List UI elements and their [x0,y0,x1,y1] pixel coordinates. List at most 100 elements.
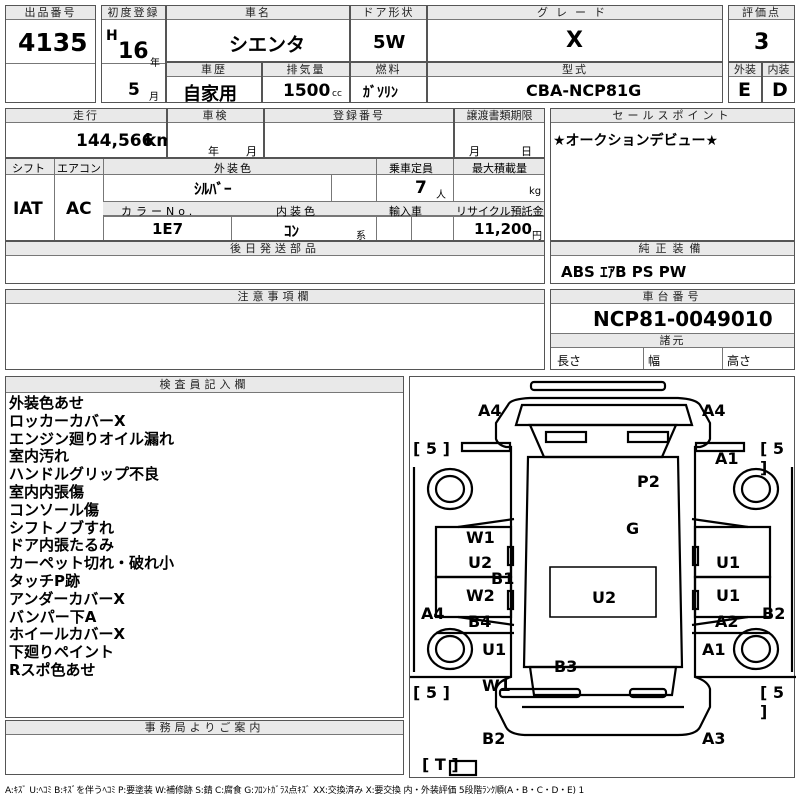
inspector-note-line: 室内内張傷 [9,482,85,501]
grade-cell: グレード X [427,5,723,62]
mark-left-front-door-w1: W1 [466,528,495,547]
max-load-unit: kg [529,186,542,197]
later-parts-cell: 後日発送部品 [5,241,545,284]
transfer-deadline-label: 譲渡書類期限 [455,109,544,123]
model-code-label: 型式 [428,63,722,77]
caution-label: 注意事項欄 [6,290,544,304]
history-label: 車歴 [167,63,261,77]
exterior-score-cell: 外装 E [728,62,762,103]
mark-right-front-door-u1: U1 [716,553,741,572]
model-name-value: シエンタ [229,34,306,56]
mark-windshield-glass: G [626,519,640,538]
mark-left-front-door-u2: U2 [468,553,493,572]
equipment-cell: 純正装備 ABS ｴｱB PS PW [550,241,795,284]
registration-year: 16 [118,39,149,64]
inspector-note-line: ホイールカバーX [9,625,126,644]
fuel-cell: 燃料 ｶﾞｿﾘﾝ [350,62,427,103]
inspector-note-line: カーペット切れ・破れ小 [9,554,175,573]
mark-front-fender-right: A1 [715,449,739,468]
equipment-label: 純正装備 [551,242,794,256]
legend-text: A:ｷｽﾞ U:ﾍｺﾐ B:ｷｽﾞを伴うﾍｺﾐ P:要塗装 W:補修跡 S:錆 … [5,786,584,796]
first-registration-cell: 初度登録 H 16 年 5 月 [101,5,166,103]
recycle-unit: 円 [532,231,542,242]
inspector-note-line: タッチP跡 [9,571,80,590]
inspector-note-line: ロッカーカバーX [9,411,126,430]
score-value: 3 [754,30,770,55]
exterior-score-value: E [738,79,751,101]
history-value: 自家用 [183,84,237,105]
mark-left-pillar-b1: B1 [491,569,515,588]
inspector-note-line: シフトノブすれ [9,518,115,537]
length-label: 長さ [557,354,582,368]
capacity-value: 7 [415,178,427,198]
score-label: 評価点 [729,6,794,20]
interior-color-unit: 系 [356,231,366,242]
shift-value: IAT [13,199,43,219]
mileage-unit: km [145,131,175,151]
mark-left-rear-door-w2: W2 [466,586,495,605]
mark-rear-left-w1: W1 [482,676,511,695]
tread-front-right: [ 5 ] [760,439,785,477]
sales-point-label: セールスポイント [551,109,794,123]
tread-rear-right: [ 5 ] [760,683,785,721]
ac-label: エアコン [57,162,101,175]
grade-label: グレード [428,6,722,20]
color-no-value: 1E7 [152,220,184,238]
month-unit: 月 [149,92,159,103]
mark-right-rear-door-u1: U1 [716,586,741,605]
chassis-cell: 車台番号 NCP81-0049010 諸元 長さ 幅 高さ [550,289,795,370]
inspector-note-line: ドア内張たるみ [9,536,115,555]
door-type-cell: ドア形状 5W [350,5,427,62]
fuel-value: ｶﾞｿﾘﾝ [363,85,398,101]
transfer-deadline-cell: 譲渡書類期限 月 日 [454,108,545,158]
mileage-label: 走行 [6,109,166,123]
mark-floor-u2: U2 [592,588,617,607]
era-mark: H [106,28,118,44]
inspector-note-line: Rスポ色あせ [9,660,96,679]
mark-rear-hatch-b3: B3 [554,657,578,676]
model-code-cell: 型式 CBA-NCP81G [427,62,723,103]
door-type-value: 5W [373,32,406,53]
damage-diagram-panel: [ 5 ] [ 5 ] [ 5 ] [ 5 ] [ T ] A4 A4 A1 P… [409,376,796,778]
inspector-note-line: ハンドルグリップ不良 [9,465,160,484]
chassis-label: 車台番号 [551,290,794,304]
inspector-note-line: 下廻りペイント [9,643,115,662]
displacement-unit: cc [332,89,342,99]
score-cell: 評価点 3 [728,5,795,62]
transfer-day-unit: 日 [521,145,532,158]
later-parts-label: 後日発送部品 [6,242,544,256]
inspector-notes-label: 検査員記入欄 [6,377,403,393]
inspection-cell: 車検 年 月 [167,108,264,158]
inspector-note-line: アンダーカバーX [9,589,125,608]
car-outline-diagram [410,380,796,777]
registration-number-cell: 登録番号 [264,108,454,158]
recycle-value: 11,200 [474,220,532,238]
mileage-value: 144,566 [76,131,154,151]
shift-label: シフト [12,162,45,175]
mark-right-rear-quarter-b2: B2 [762,604,786,623]
inspection-month-unit: 月 [246,145,257,158]
mileage-cell: 走行 144,566 km [5,108,174,158]
first-registration-label: 初度登録 [102,6,165,20]
caution-cell: 注意事項欄 [5,289,545,370]
mark-right-rear-fender-a1: A1 [702,640,726,659]
interior-color-label: 内装色 [276,205,318,218]
interior-color-value: ｺﾝ [284,222,300,240]
mark-rear-bumper-a3: A3 [702,729,726,748]
inspector-note-line: コンソール傷 [9,500,100,519]
height-label: 高さ [727,354,752,368]
capacity-label: 乗車定員 [389,162,433,175]
office-notice-cell: 事務局よりご案内 [5,720,404,775]
mark-rear-bumper-b2: B2 [482,729,506,748]
interior-score-cell: 内装 D [762,62,795,103]
displacement-label: 排気量 [263,63,349,77]
model-name-cell: 車名 シエンタ [166,5,350,62]
year-unit: 年 [150,58,160,69]
mark-left-rear-door-b4: B4 [468,612,492,631]
model-name-label: 車名 [167,6,349,20]
tread-rear-left: [ 5 ] [413,683,450,702]
mark-front-bumper-left: A4 [478,401,502,420]
transfer-month-unit: 月 [469,145,480,158]
exterior-score-label: 外装 [729,63,761,77]
